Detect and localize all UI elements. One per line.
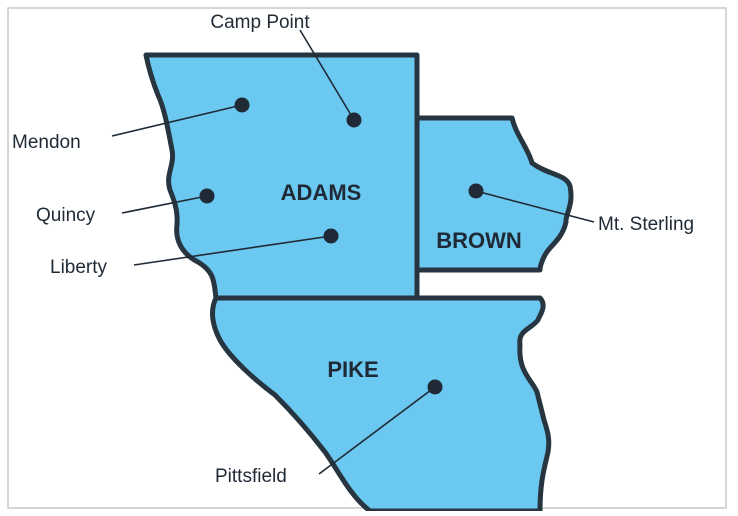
liberty-leader-line [133,235,332,266]
camp-point-label: Camp Point [210,12,310,33]
pittsfield-marker [427,379,443,395]
pittsfield-label: Pittsfield [215,466,287,487]
mt-sterling-label: Mt. Sterling [598,214,694,235]
liberty-label: Liberty [50,257,108,278]
mendon-marker [234,97,250,113]
quincy-label: Quincy [36,205,96,226]
brown-county-shape [414,115,574,273]
quincy-marker [199,188,215,204]
mt-sterling-leader-line [475,190,595,223]
camp-point-marker [346,112,362,128]
pike-county-label: PIKE [327,357,378,382]
pittsfield-leader-line [318,386,436,475]
mendon-leader-line [111,104,243,137]
pike-county-shape [210,295,552,514]
brown-county-label: BROWN [436,228,522,253]
quincy-leader-line [121,195,208,214]
adams-county-label: ADAMS [281,180,362,205]
mt-sterling-marker [468,183,484,199]
mendon-label: Mendon [12,132,81,153]
liberty-marker [323,228,339,244]
camp-point-leader-line [299,29,355,121]
